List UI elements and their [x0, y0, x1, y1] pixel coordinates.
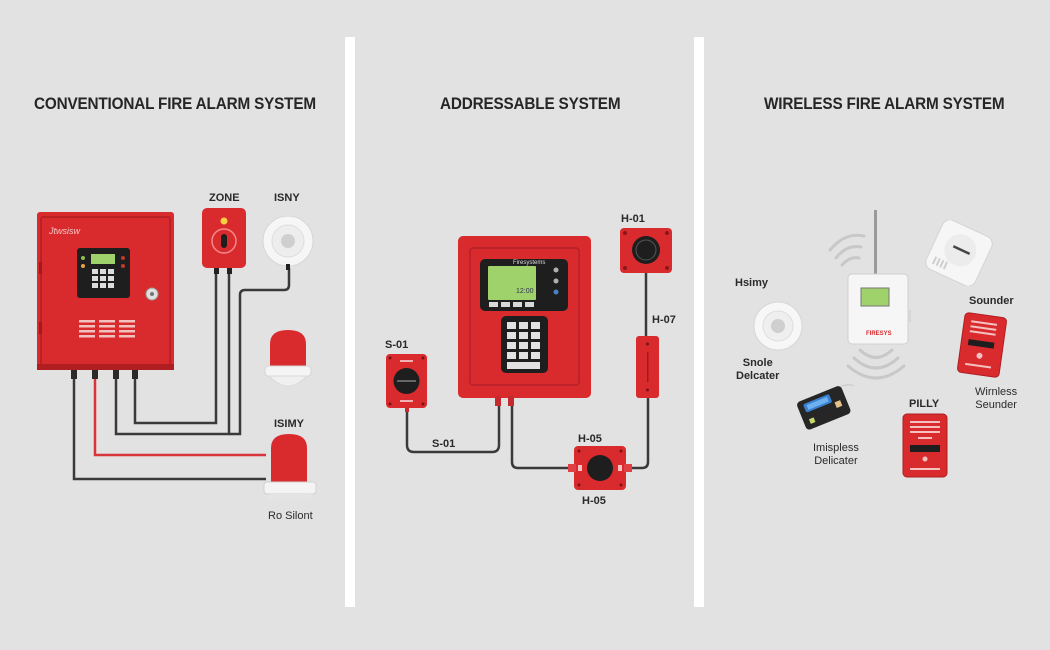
sounder-bottom-label: Ro Silont: [268, 510, 313, 522]
wireless-smoke-detector: [752, 300, 804, 357]
wireless-detector-label-line2: Delicater: [814, 454, 858, 467]
conventional-control-panel: Jtwsisw: [37, 212, 174, 379]
sounder-label: Sounder: [969, 295, 1014, 307]
wireless-detector-label-line1: Imispless: [813, 442, 859, 454]
device-h05: [568, 446, 632, 497]
heat-detector: [925, 219, 993, 291]
addressable-title: ADDRESSABLE SYSTEM: [440, 94, 621, 113]
wireless-battery-detector: [796, 380, 858, 437]
h07-label: H-07: [652, 314, 676, 326]
device-s01: [386, 354, 430, 417]
zone-module: [202, 208, 248, 279]
smoke-detector-label-line1: Snole: [742, 357, 773, 369]
hub-brand: FIRESYS: [866, 331, 892, 337]
addr-panel-brand: Firesystems: [513, 260, 546, 266]
hsimy-label: Hsimy: [735, 277, 769, 289]
wireless-sounder-label-line1: Wirnless: [975, 386, 1018, 398]
s01-wire-label: S-01: [432, 438, 456, 450]
device-h07: [636, 336, 660, 405]
smoke-detector-label: Snole Delcater: [736, 357, 779, 382]
zone-label: ZONE: [209, 192, 240, 204]
strobe-beacon: [263, 330, 313, 397]
manual-call-point: [902, 413, 948, 484]
wireless-detector-label: Imispless Delicater: [813, 442, 859, 467]
s01-device-label: S-01: [385, 339, 409, 351]
wireless-sounder-label-line2: Seunder: [975, 398, 1017, 411]
sounder-top-label: ISIMY: [274, 418, 304, 430]
h05-bottom-label: H-05: [582, 495, 606, 507]
smoke-detector: [262, 215, 316, 275]
device-h01: [620, 228, 672, 281]
alarm-sounder: [262, 434, 318, 509]
wireless-sounder-device: [955, 312, 1009, 383]
wireless-title: WIRELESS FIRE ALARM SYSTEM: [764, 94, 1005, 113]
h05-top-label: H-05: [578, 433, 602, 445]
panel-brand: Jtwsisw: [49, 226, 80, 236]
addressable-control-panel: Firesystems 12:00: [458, 236, 593, 413]
smoke-detector-label-line2: Delcater: [736, 369, 780, 382]
panel-divider-1: [345, 37, 355, 607]
h01-label: H-01: [621, 213, 645, 225]
wireless-sounder-label: Wirnless Seunder: [975, 386, 1017, 411]
addr-panel-display: 12:00: [516, 288, 534, 295]
pilly-label: PILLY: [909, 398, 940, 410]
panel-divider-2: [694, 37, 704, 607]
conventional-title: CONVENTIONAL FIRE ALARM SYSTEM: [34, 94, 316, 113]
detector-label: ISNY: [274, 192, 300, 204]
wireless-hub: FIRESYS: [820, 210, 930, 385]
